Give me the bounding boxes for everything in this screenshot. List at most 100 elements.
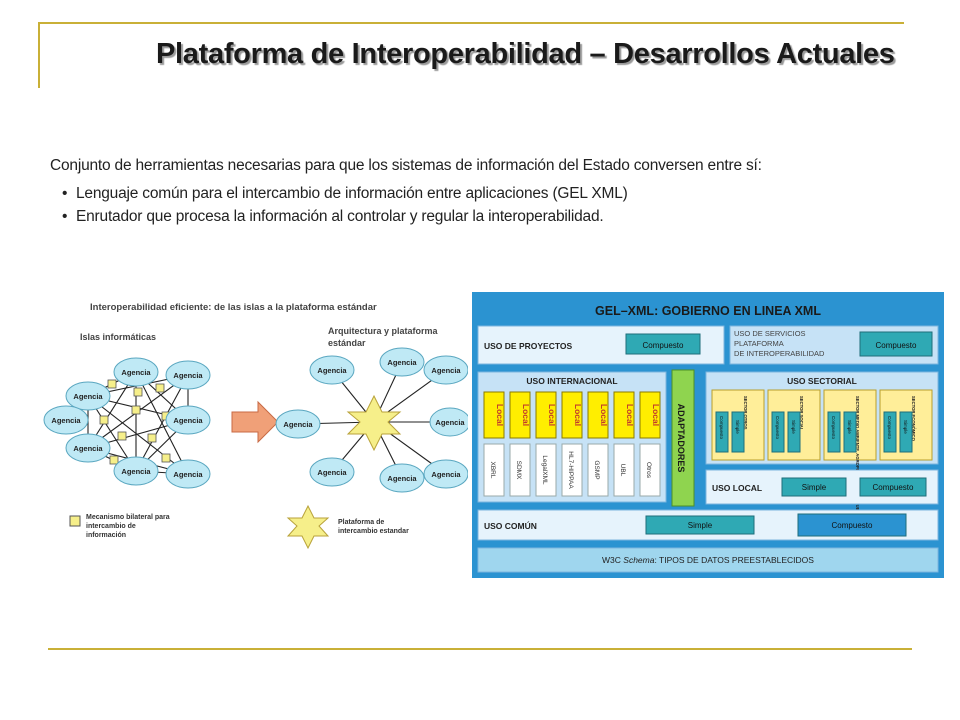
- sector-simple-box: [731, 411, 745, 453]
- islands-label: Islas informáticas: [80, 332, 156, 342]
- sector-label: SECTOR MEDIO AMBIENTE, AGROPECUARIO Y PE…: [855, 396, 860, 517]
- left-heading: Interoperabilidad eficiente: de las isla…: [90, 302, 377, 313]
- platform-star: [346, 394, 402, 452]
- svg-text:Agencia: Agencia: [73, 444, 103, 453]
- svg-text:Agencia: Agencia: [51, 416, 81, 425]
- island-nodes: [43, 357, 211, 489]
- islands-to-platform-diagram: Interoperabilidad eficiente: de las isla…: [43, 302, 468, 550]
- local-columns: LocalXBRLLocalSDMXLocalLegalXMLLocalHL7-…: [483, 391, 661, 497]
- svg-text:Plataforma de: Plataforma de: [338, 519, 384, 526]
- legend-bilateral-text: Mecanismo bilateral para intercambio de …: [86, 514, 170, 539]
- svg-text:Agencia: Agencia: [73, 392, 103, 401]
- sector-simple-box: [843, 411, 857, 453]
- standard-label: XBRL: [489, 462, 496, 479]
- svg-text:información: información: [86, 532, 126, 539]
- local-label: Local: [651, 404, 661, 426]
- uso-local-compuesto-box: [859, 477, 927, 497]
- sector-label: SECTOR OTROS: [743, 396, 748, 430]
- transition-arrow: [231, 400, 279, 444]
- sector-simple-text: Simple: [903, 420, 908, 434]
- uso-comun-simple-text: Simple: [688, 521, 713, 530]
- sector-simple-box: [787, 411, 801, 453]
- standard-box: [509, 443, 531, 497]
- sector-simple-text: Simple: [847, 420, 852, 434]
- standard-box: [639, 443, 661, 497]
- slide-title: Plataforma de Interoperabilidad – Desarr…: [156, 38, 895, 70]
- local-box: [509, 391, 531, 439]
- svg-text:DE INTEROPERABILIDAD: DE INTEROPERABILIDAD: [734, 349, 825, 358]
- local-label: Local: [521, 404, 531, 426]
- svg-text:USO DE SERVICIOS: USO DE SERVICIOS: [734, 329, 806, 338]
- svg-text:Agencia: Agencia: [173, 371, 203, 380]
- local-box: [639, 391, 661, 439]
- sector-simple-text: Simple: [791, 420, 796, 434]
- adaptadores-bar: [671, 369, 695, 507]
- local-box: [561, 391, 583, 439]
- standard-box: [587, 443, 609, 497]
- internacional-label: USO INTERNACIONAL: [526, 376, 617, 386]
- sector-compuesto-box: [827, 411, 841, 453]
- gel-xml-diagram: GEL–XML: GOBIERNO EN LINEA XML USO DE PR…: [472, 292, 944, 578]
- standard-label: Otros: [645, 462, 652, 479]
- svg-text:Agencia: Agencia: [317, 366, 347, 375]
- standard-label: UBL: [619, 464, 626, 477]
- sector-label: SECTOR ECONÓMICO: [911, 396, 916, 442]
- uso-comun-label: USO COMÚN: [484, 520, 537, 531]
- w3c-text: W3C Schema: TIPOS DE DATOS PREESTABLECID…: [602, 555, 814, 565]
- standard-box: [613, 443, 635, 497]
- svg-text:intercambio estandar: intercambio estandar: [338, 528, 409, 535]
- servicios-compuesto-text: Compuesto: [876, 341, 917, 350]
- gel-title: GEL–XML: GOBIERNO EN LINEA XML: [595, 304, 821, 318]
- sectorial-label: USO SECTORIAL: [787, 376, 857, 386]
- standard-box: [483, 443, 505, 497]
- svg-text:Agencia: Agencia: [121, 467, 151, 476]
- standard-label: LegalXML: [541, 455, 548, 485]
- svg-text:Agencia: Agencia: [173, 416, 203, 425]
- local-label: Local: [599, 404, 609, 426]
- sector-compuesto-text: Compuesto: [775, 416, 780, 440]
- svg-text:Agencia: Agencia: [173, 470, 203, 479]
- servicios-label: USO DE SERVICIOS PLATAFORMA DE INTEROPER…: [734, 329, 825, 358]
- sector-compuesto-box: [771, 411, 785, 453]
- svg-text:PLATAFORMA: PLATAFORMA: [734, 339, 784, 348]
- standard-label: SDMX: [515, 461, 522, 480]
- platform-nodes: [275, 347, 468, 493]
- svg-text:Agencia: Agencia: [283, 420, 313, 429]
- legend-platform-text: Plataforma de intercambio estandar: [338, 519, 409, 535]
- proyectos-compuesto-box: [625, 333, 701, 355]
- proyectos-panel: [477, 325, 725, 365]
- sector-simple-text: Simple: [735, 420, 740, 434]
- svg-text:Agencia: Agencia: [121, 368, 151, 377]
- uso-comun-compuesto-text: Compuesto: [832, 521, 873, 530]
- svg-text:intercambio de: intercambio de: [86, 523, 136, 530]
- island-node-labels: Agencia Agencia Agencia Agencia Agencia …: [51, 368, 203, 479]
- uso-comun-compuesto-box: [797, 513, 907, 537]
- local-label: Local: [495, 404, 505, 426]
- local-box: [587, 391, 609, 439]
- local-box: [613, 391, 635, 439]
- svg-text:Agencia: Agencia: [431, 470, 461, 479]
- standard-label: GSMP: [593, 460, 600, 479]
- local-label: Local: [573, 404, 583, 426]
- svg-text:Agencia: Agencia: [387, 474, 417, 483]
- left-rule: [38, 22, 40, 88]
- bullet-item: Lenguaje común para el intercambio de in…: [62, 185, 628, 208]
- sector-compuesto-text: Compuesto: [887, 416, 892, 440]
- local-box: [535, 391, 557, 439]
- uso-comun-simple-box: [645, 515, 755, 535]
- svg-text:Agencia: Agencia: [435, 418, 465, 427]
- bilateral-markers: [99, 379, 171, 465]
- uso-local-simple-box: [781, 477, 847, 497]
- bottom-rule: [48, 648, 912, 650]
- local-box: [483, 391, 505, 439]
- proyectos-compuesto-text: Compuesto: [643, 341, 684, 350]
- w3c-panel: [477, 547, 939, 573]
- uso-local-simple-text: Simple: [802, 483, 827, 492]
- legend-bilateral-swatch: [69, 515, 81, 527]
- sector-label: SECTOR SOCIAL: [799, 396, 804, 431]
- sector-compuesto-box: [715, 411, 729, 453]
- svg-text:Mecanismo bilateral para: Mecanismo bilateral para: [86, 514, 170, 521]
- sector-compuesto-text: Compuesto: [831, 416, 836, 440]
- standard-box: [561, 443, 583, 497]
